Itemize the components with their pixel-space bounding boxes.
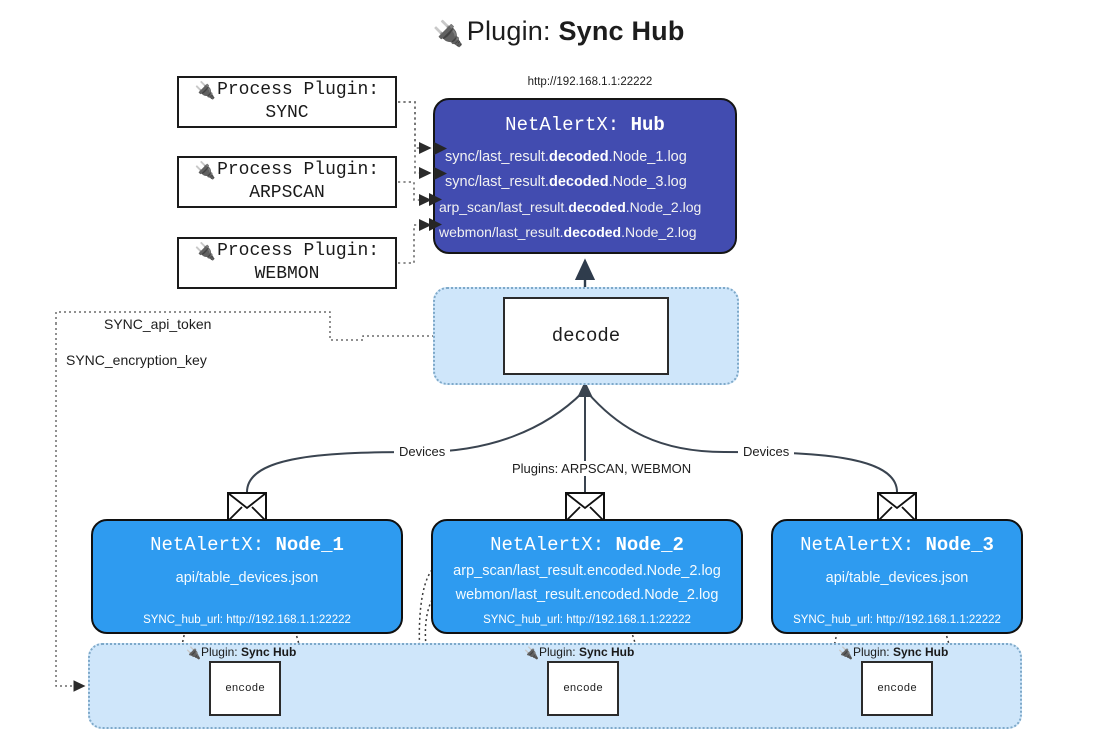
decode-box[interactable]: decode — [503, 297, 669, 375]
hub-title: NetAlertX: Hub — [435, 114, 735, 136]
hub-app-label: NetAlertX: — [505, 114, 631, 136]
hub-log-mid: decoded — [563, 224, 622, 240]
hub-log-post: .Node_2.log — [621, 224, 697, 240]
node-2-title: NetAlertX: Node_2 — [433, 534, 741, 556]
hub-log-row: sync/last_result.decoded.Node_3.log — [435, 170, 735, 195]
node-3-app-label: NetAlertX: — [800, 534, 926, 556]
encode-box-3[interactable]: encode — [861, 661, 933, 716]
page-title-prefix: Plugin: — [466, 16, 559, 46]
process-plugin-webmon-label: Process Plugin: — [217, 240, 380, 261]
process-plugin-arpscan-box[interactable]: 🔌Process Plugin: ARPSCAN — [177, 156, 397, 208]
node-3-title: NetAlertX: Node_3 — [773, 534, 1021, 556]
node-1-title: NetAlertX: Node_1 — [93, 534, 401, 556]
hub-log-post: .Node_1.log — [608, 149, 687, 165]
hub-log-pre: sync/last_result. — [445, 174, 549, 190]
node-1-hub-url-label: SYNC_hub_url: — [143, 614, 227, 626]
encoder-2-plugin-label: 🔌Plugin: Sync Hub — [524, 645, 634, 660]
hub-log-list: sync/last_result.decoded.Node_1.log sync… — [435, 145, 735, 245]
electric-plug-icon: 🔌 — [194, 160, 217, 181]
hub-log-row: sync/last_result.decoded.Node_1.log — [435, 145, 735, 170]
encoder-1-plugin-label: 🔌Plugin: Sync Hub — [186, 645, 296, 660]
plugins-label: Plugins: ARPSCAN, WEBMON — [507, 461, 697, 476]
hub-log-post: .Node_2.log — [625, 199, 702, 215]
electric-plug-icon: 🔌 — [524, 646, 539, 660]
hub-log-mid: decoded — [548, 149, 609, 165]
electric-plug-icon: 🔌 — [838, 646, 853, 660]
encoder-3-name: Sync Hub — [892, 645, 949, 659]
process-plugin-arpscan-value: ARPSCAN — [249, 183, 325, 204]
page-title-name: Sync Hub — [558, 16, 685, 46]
hub-log-mid: decoded — [548, 174, 609, 190]
process-plugin-webmon-value: WEBMON — [254, 264, 320, 285]
hub-log-pre: sync/last_result. — [445, 149, 549, 165]
hub-name-label: Hub — [630, 114, 665, 136]
process-plugin-sync-box[interactable]: 🔌Process Plugin: SYNC — [177, 76, 397, 128]
encoder-3-plugin-label: 🔌Plugin: Sync Hub — [838, 645, 948, 660]
encoder-2-prefix: Plugin: — [538, 645, 579, 659]
node-3-row: api/table_devices.json — [825, 570, 969, 586]
encoder-3-prefix: Plugin: — [852, 645, 893, 659]
node-3-hub-url-value: http://192.168.1.1:22222 — [876, 614, 1001, 626]
electric-plug-icon: 🔌 — [194, 241, 217, 262]
node-2-hub-url: SYNC_hub_url: http://192.168.1.1:22222 — [433, 614, 741, 626]
hub-log-post: .Node_3.log — [608, 174, 687, 190]
node-1-app-label: NetAlertX: — [150, 534, 276, 556]
node-2-row: webmon/last_result.encoded.Node_2.log — [455, 587, 719, 603]
node-2-row: arp_scan/last_result.encoded.Node_2.log — [453, 563, 721, 579]
node-2-name-label: Node_2 — [615, 534, 684, 556]
envelope-icon — [565, 492, 605, 527]
sync-api-token-label: SYNC_api_token — [100, 316, 216, 332]
hub-log-pre: arp_scan/last_result. — [439, 199, 569, 215]
electric-plug-icon: 🔌 — [186, 646, 201, 660]
encode-box-2[interactable]: encode — [547, 661, 619, 716]
hub-log-mid: decoded — [568, 199, 626, 215]
encode-box-1[interactable]: encode — [209, 661, 281, 716]
node-2-hub-url-label: SYNC_hub_url: — [483, 614, 567, 626]
node-3-name-label: Node_3 — [925, 534, 994, 556]
node-3-hub-url-label: SYNC_hub_url: — [793, 614, 877, 626]
encoder-1-name: Sync Hub — [240, 645, 297, 659]
encoder-1-prefix: Plugin: — [200, 645, 241, 659]
node-box-node-1[interactable]: NetAlertX: Node_1 api/table_devices.json… — [91, 519, 403, 634]
process-plugin-sync-value: SYNC — [265, 103, 309, 124]
process-plugin-webmon-box[interactable]: 🔌Process Plugin: WEBMON — [177, 237, 397, 289]
electric-plug-icon: 🔌 — [432, 20, 464, 48]
hub-log-pre: webmon/last_result. — [439, 224, 564, 240]
node-box-node-3[interactable]: NetAlertX: Node_3 api/table_devices.json… — [771, 519, 1023, 634]
node-box-node-2[interactable]: NetAlertX: Node_2 arp_scan/last_result.e… — [431, 519, 743, 634]
node-1-row: api/table_devices.json — [175, 570, 319, 586]
page-title: 🔌Plugin: Sync Hub — [0, 16, 1117, 49]
node-1-hub-url: SYNC_hub_url: http://192.168.1.1:22222 — [93, 614, 401, 626]
hub-log-row: webmon/last_result.decoded.Node_2.log — [435, 220, 735, 245]
node-1-hub-url-value: http://192.168.1.1:22222 — [226, 614, 351, 626]
hub-url-label: http://192.168.1.1:22222 — [527, 76, 653, 88]
encoder-2-name: Sync Hub — [578, 645, 635, 659]
node-1-name-label: Node_1 — [275, 534, 344, 556]
hub-log-row: arp_scan/last_result.decoded.Node_2.log — [435, 195, 735, 220]
sync-encryption-key-label: SYNC_encryption_key — [62, 352, 211, 368]
node-2-app-label: NetAlertX: — [490, 534, 616, 556]
process-plugin-sync-label: Process Plugin: — [217, 79, 380, 100]
devices-label-right: Devices — [738, 444, 795, 459]
process-plugin-arpscan-label: Process Plugin: — [217, 159, 380, 180]
electric-plug-icon: 🔌 — [194, 80, 217, 101]
node-2-hub-url-value: http://192.168.1.1:22222 — [566, 614, 691, 626]
devices-label-left: Devices — [394, 444, 451, 459]
node-3-hub-url: SYNC_hub_url: http://192.168.1.1:22222 — [773, 614, 1021, 626]
hub-box[interactable]: NetAlertX: Hub sync/last_result.decoded.… — [433, 98, 737, 254]
